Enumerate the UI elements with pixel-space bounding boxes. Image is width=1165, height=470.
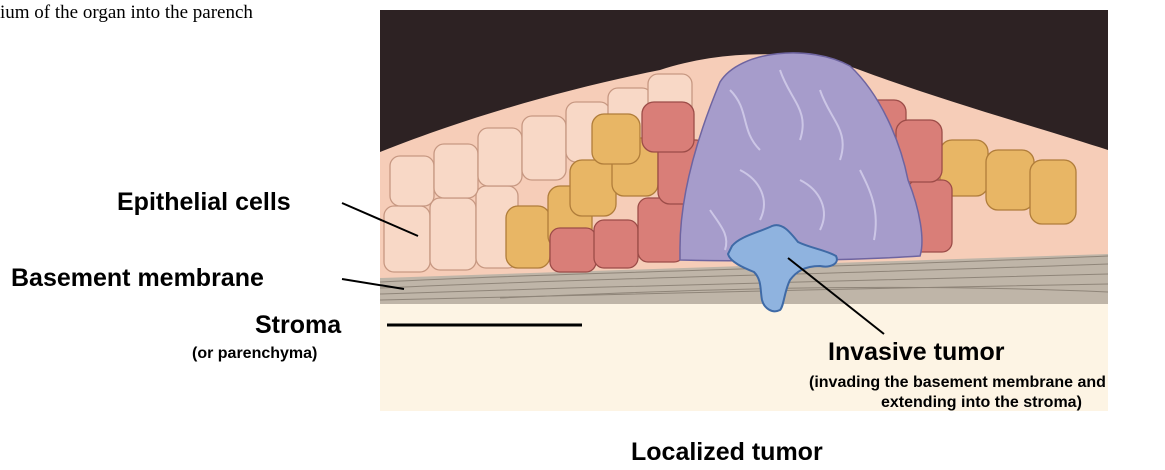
- invasive-tumor-label: Invasive tumor: [828, 338, 1004, 367]
- localized-tumor-caption: Localized tumor: [631, 438, 823, 467]
- stroma-label: Stroma: [255, 311, 341, 340]
- basement-membrane-label: Basement membrane: [11, 264, 264, 293]
- invasive-leader-line: [788, 258, 884, 334]
- invasive-sub-label-1: (invading the basement membrane and: [809, 374, 1106, 392]
- epithelial-leader-line: [342, 203, 418, 236]
- stroma-sub-label: (or parenchyma): [192, 345, 317, 363]
- invasive-sub-label-2: extending into the stroma): [881, 394, 1082, 412]
- epithelial-cells-label: Epithelial cells: [117, 188, 291, 217]
- membrane-leader-line: [342, 279, 404, 289]
